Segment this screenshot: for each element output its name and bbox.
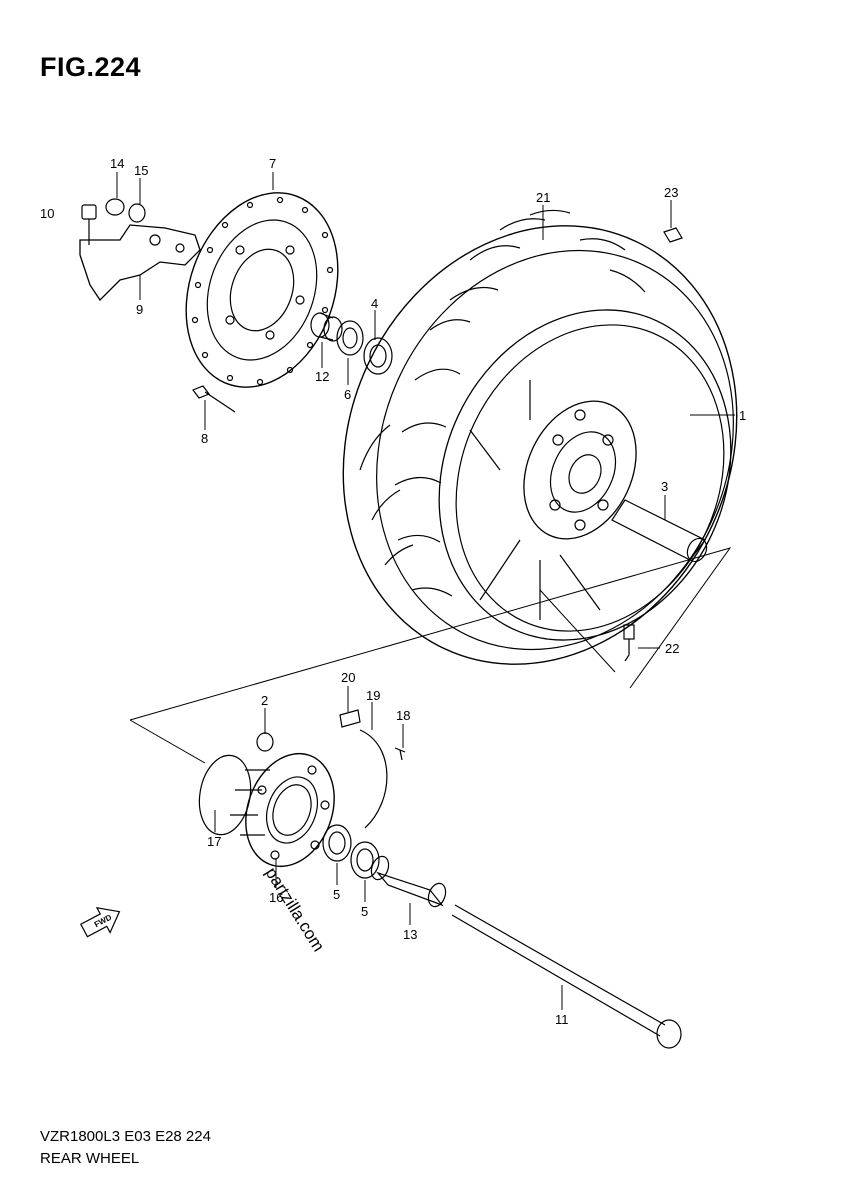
oil-seal	[336, 320, 364, 356]
valve-cap	[663, 227, 683, 243]
callout-1: 1	[739, 408, 746, 423]
callout-19: 19	[366, 688, 380, 703]
nut	[105, 198, 125, 216]
axle-spacer	[370, 855, 447, 908]
callout-9: 9	[136, 302, 143, 317]
callout-16: 16	[269, 890, 283, 905]
collar-axle-stub	[611, 499, 708, 563]
rear-tire	[342, 209, 738, 665]
callout-4: 4	[371, 296, 378, 311]
damper-2	[256, 732, 274, 752]
callout-17: 17	[207, 834, 221, 849]
caliper-bracket	[79, 224, 201, 302]
callout-3: 3	[661, 479, 668, 494]
callout-20: 20	[341, 670, 355, 685]
brake-disc	[185, 192, 339, 388]
callout-23: 23	[664, 185, 678, 200]
callout-14: 14	[110, 156, 124, 171]
callout-21: 21	[536, 190, 550, 205]
callout-numbers: 1 2 3 4 5 5 6 7 8 9 10 11 12 13 14 15 16…	[40, 156, 746, 1027]
tire-valve	[623, 624, 635, 662]
callout-6: 6	[344, 387, 351, 402]
callout-5a: 5	[333, 887, 340, 902]
circlip	[359, 729, 388, 829]
disc-bolt	[192, 385, 236, 413]
callout-10: 10	[40, 206, 54, 221]
wheel-rim	[469, 380, 637, 620]
bearing-5a	[322, 824, 352, 862]
callout-5b: 5	[361, 904, 368, 919]
o-ring	[198, 754, 252, 836]
rear-axle	[451, 904, 682, 1049]
callout-11: 11	[555, 1012, 569, 1027]
retainer-plate	[339, 709, 361, 728]
retainer-screw	[394, 747, 406, 761]
model-code: VZR1800L3 E03 E28 224	[40, 1128, 211, 1145]
figure-title: FIG.224	[40, 52, 142, 82]
callout-2: 2	[261, 693, 268, 708]
forward-direction-arrow: FWD	[80, 906, 121, 938]
callout-22: 22	[665, 641, 679, 656]
bearing-5b	[350, 841, 380, 879]
watermark: partzilla.com	[262, 864, 329, 955]
callout-12: 12	[315, 369, 329, 384]
washer	[128, 203, 146, 223]
leader-lines	[116, 172, 735, 1010]
sprocket-drum	[230, 752, 335, 868]
callout-8: 8	[201, 431, 208, 446]
callout-13: 13	[403, 927, 417, 942]
bracket-bolt	[81, 204, 97, 245]
section-name: REAR WHEEL	[40, 1150, 140, 1167]
callout-18: 18	[396, 708, 410, 723]
callout-7: 7	[269, 156, 276, 171]
callout-15: 15	[134, 163, 148, 178]
bearing-4	[363, 337, 393, 375]
spacer	[310, 312, 343, 342]
